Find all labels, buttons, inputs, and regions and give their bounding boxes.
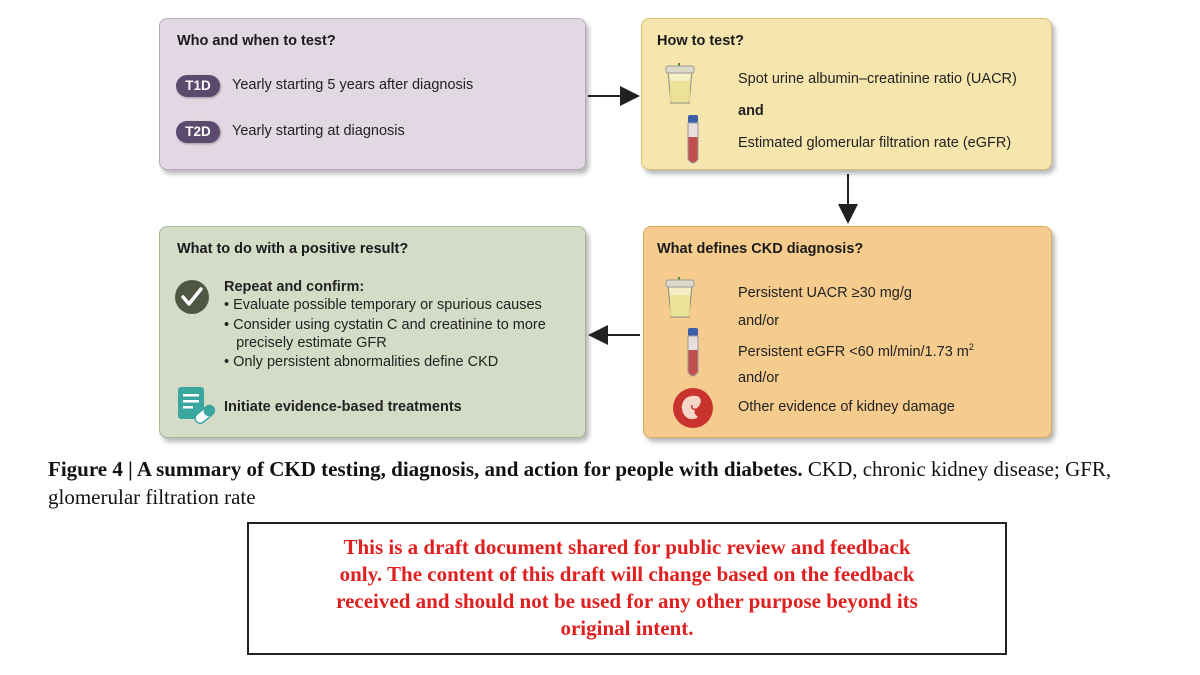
checkmark-icon (175, 280, 209, 314)
bullet-item: • Consider using cystatin C and creatini… (224, 317, 546, 333)
positive-result-title: What to do with a positive result? (177, 241, 409, 257)
egfr-criterion-sup: 2 (968, 342, 974, 352)
draft-notice-line: original intent. (560, 616, 694, 640)
t1d-badge: T1D (176, 75, 220, 97)
other-evidence-criterion: Other evidence of kidney damage (738, 399, 955, 415)
caption-body: CKD, chronic kidney disease; GFR, glomer… (48, 457, 1112, 509)
blood-tube-icon (687, 328, 699, 377)
uacr-line: Spot urine albumin–creatinine ratio (UAC… (738, 71, 1017, 87)
prescription-icon (178, 387, 216, 424)
caption-label: Figure 4 | A summary of CKD testing, dia… (48, 457, 803, 481)
and-or-connector-2: and/or (738, 370, 780, 386)
draft-notice-line: received and should not be used for any … (336, 589, 918, 613)
uacr-criterion: Persistent UACR ≥30 mg/g (738, 285, 912, 301)
positive-result-box: What to do with a positive result? Repea… (159, 226, 586, 438)
figure-caption: Figure 4 | A summary of CKD testing, dia… (48, 455, 1158, 511)
who-when-box: Who and when to test? T1D Yearly startin… (159, 18, 586, 170)
draft-notice-line: only. The content of this draft will cha… (339, 562, 915, 586)
t1d-text: Yearly starting 5 years after diagnosis (232, 77, 474, 93)
draft-notice: This is a draft document shared for publ… (247, 522, 1007, 655)
t2d-badge: T2D (176, 121, 220, 143)
how-to-test-title: How to test? (657, 33, 744, 49)
bullet-item: • Evaluate possible temporary or spuriou… (224, 297, 542, 313)
and-or-connector-1: and/or (738, 313, 780, 329)
flow-arrows (588, 86, 858, 345)
bullet-item: precisely estimate GFR (224, 335, 387, 351)
egfr-line: Estimated glomerular filtration rate (eG… (738, 135, 1012, 151)
who-when-title: Who and when to test? (177, 33, 336, 49)
egfr-criterion-text: Persistent eGFR <60 ml/min/1.73 m (738, 343, 969, 360)
bullet-item: • Only persistent abnormalities define C… (224, 354, 499, 370)
how-to-test-box: How to test? Spot urine albumin–creatini… (641, 18, 1052, 170)
egfr-criterion: Persistent eGFR <60 ml/min/1.73 m2 (738, 342, 974, 360)
t2d-text: Yearly starting at diagnosis (232, 123, 405, 139)
draft-notice-line: This is a draft document shared for publ… (343, 535, 911, 559)
ckd-definition-box: What defines CKD diagnosis? Persistent U… (643, 226, 1052, 438)
and-connector: and (738, 103, 764, 119)
urine-cup-icon (665, 63, 695, 104)
kidney-icon (673, 388, 713, 428)
ckd-definition-title: What defines CKD diagnosis? (657, 241, 864, 257)
urine-cup-icon (665, 277, 695, 318)
treatment-text: Initiate evidence-based treatments (224, 399, 462, 415)
repeat-confirm-heading: Repeat and confirm: (224, 279, 365, 295)
blood-tube-icon (687, 115, 699, 164)
